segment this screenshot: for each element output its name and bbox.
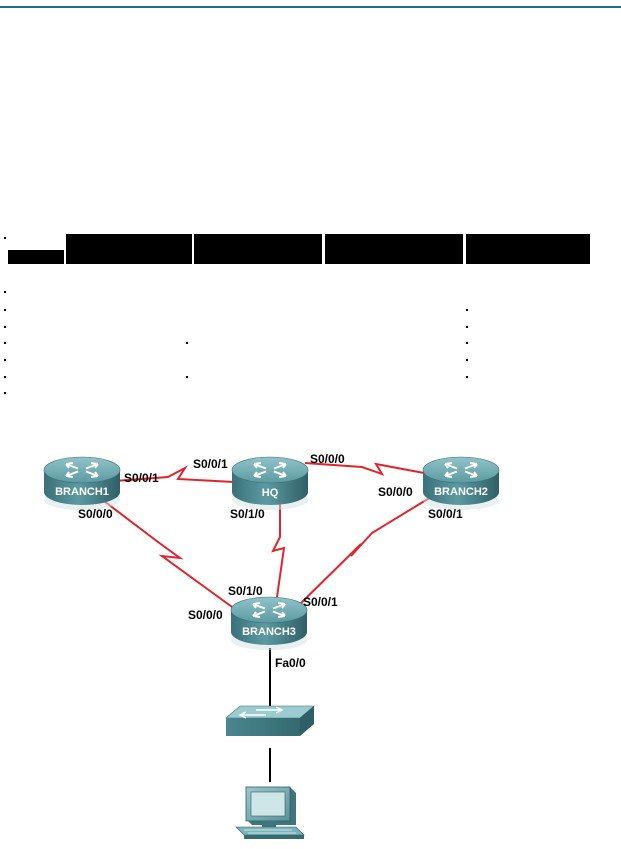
table-header-cell-1 <box>8 250 64 264</box>
router-branch1-label: BRANCH1 <box>55 486 109 498</box>
table-header-cell-3 <box>194 234 322 264</box>
table-mark <box>4 359 6 361</box>
router-branch2[interactable]: BRANCH2 <box>422 456 500 510</box>
link-branch1-branch3 <box>99 497 240 613</box>
iface-hq-s010: S0/1/0 <box>230 507 265 521</box>
router-branch2-label: BRANCH2 <box>434 486 488 498</box>
iface-branch2-s000: S0/0/0 <box>378 485 413 499</box>
header-rule <box>0 6 621 8</box>
pc-icon[interactable] <box>235 786 305 839</box>
table-mark <box>466 326 468 328</box>
table-mark <box>186 376 188 378</box>
iface-branch2-s001: S0/0/1 <box>428 507 463 521</box>
table-mark <box>4 326 6 328</box>
router-branch3[interactable]: BRANCH3 <box>230 596 308 650</box>
table-mark <box>4 237 6 239</box>
iface-branch3-s010: S0/1/0 <box>228 584 263 598</box>
table-mark <box>4 309 6 311</box>
table-mark <box>466 376 468 378</box>
iface-branch3-fa00: Fa0/0 <box>275 656 306 670</box>
table-mark <box>466 309 468 311</box>
iface-branch3-s001: S0/0/1 <box>303 595 338 609</box>
table-mark <box>4 291 6 293</box>
link-branch2-branch3 <box>295 493 437 609</box>
table-header-cell-5 <box>466 234 590 264</box>
router-hq[interactable]: HQ <box>231 456 309 510</box>
table-mark <box>4 342 6 344</box>
link-branch1-hq <box>114 465 235 483</box>
router-hq-label: HQ <box>262 487 279 499</box>
table-mark <box>4 376 6 378</box>
switch-icon[interactable] <box>225 705 315 736</box>
network-topology-diagram: BRANCH1 HQ BRANCH2 BRANCH3 <box>43 452 500 839</box>
table-mark <box>4 392 6 394</box>
table-mark <box>186 342 188 344</box>
table-header-cell-4 <box>325 234 463 264</box>
table-mark <box>466 359 468 361</box>
iface-branch3-s000: S0/0/0 <box>188 608 223 622</box>
table-header-cell-2 <box>66 234 192 264</box>
iface-hq-s000: S0/0/0 <box>310 452 345 466</box>
table-mark <box>466 342 468 344</box>
iface-branch1-s000: S0/0/0 <box>78 507 113 521</box>
router-branch3-label: BRANCH3 <box>242 626 296 638</box>
link-hq-branch2 <box>304 462 425 476</box>
iface-branch1-s001: S0/0/1 <box>124 471 159 485</box>
iface-hq-s001: S0/0/1 <box>193 457 228 471</box>
router-branch1[interactable]: BRANCH1 <box>43 456 121 510</box>
link-hq-branch3 <box>271 503 286 598</box>
